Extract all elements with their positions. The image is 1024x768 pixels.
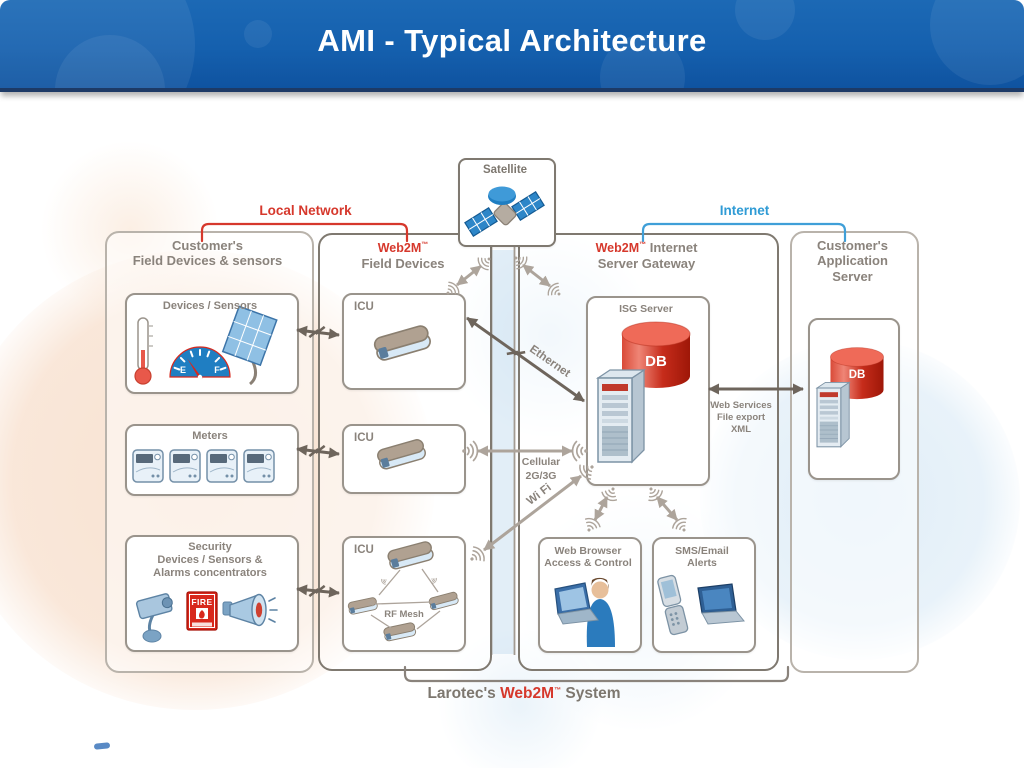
trademark: ™: [639, 241, 647, 249]
icu2-box: [342, 424, 466, 494]
web2m-brand: Web2M: [377, 241, 422, 255]
web2m-brand: Web2M: [595, 241, 640, 255]
column-header-gateway: Web2M™ Internet Server Gateway: [520, 240, 773, 271]
web-services-line: XML: [730, 423, 752, 435]
page-title: AMI - Typical Architecture: [317, 23, 707, 58]
column-header-field-devices: Web2M™ Field Devices: [320, 240, 486, 271]
meters-title: Meters: [192, 430, 228, 442]
column-header-customer-field: Customer's Field Devices & sensors: [107, 238, 308, 269]
title-banner: AMI - Typical Architecture: [0, 0, 1024, 92]
footer-suffix: System: [561, 685, 621, 702]
security-title: Security Devices / Sensors & Alarms conc…: [127, 541, 293, 580]
devices-sensors-title: Devices / Sensors: [162, 300, 258, 312]
header-line: Web2M™ Internet: [520, 240, 773, 256]
cellular-label: Cellular 2G/3G: [505, 456, 577, 483]
web-browser-title-line: Access & Control: [544, 557, 632, 570]
column-header-customer-app: Customer's Application Server: [792, 238, 913, 284]
web-browser-title-line: Web Browser: [554, 545, 622, 557]
sms-title-line: Alerts: [687, 557, 717, 570]
local-network-label: Local Network: [259, 203, 352, 218]
sms-email-title: SMS/Email Alerts: [654, 545, 750, 570]
icu1-label: ICU: [354, 301, 374, 313]
header-line: Customer's: [172, 238, 243, 253]
header-line: Server Gateway: [597, 255, 696, 271]
header-line: Application: [817, 253, 888, 269]
app-server-inner-box: [808, 318, 900, 480]
isg-server-box: [586, 296, 710, 486]
footer-owner: Larotec's: [427, 685, 501, 702]
internet-label: Internet: [719, 203, 770, 218]
icu1-box: [342, 293, 466, 390]
web2m-brand: Web2M: [500, 685, 555, 702]
trademark: ™: [421, 241, 429, 249]
header-line: Customer's: [817, 238, 888, 253]
security-title-line: Alarms concentrators: [153, 566, 267, 579]
sms-title-line: SMS/Email: [675, 545, 729, 557]
banner-bubble: [244, 20, 272, 48]
isg-server-title: ISG Server: [619, 303, 673, 315]
web-browser-title: Web Browser Access & Control: [540, 545, 636, 570]
security-title-line: Devices / Sensors &: [157, 553, 263, 566]
banner-bubble: [0, 0, 195, 88]
cellular-label-line: 2G/3G: [525, 469, 557, 482]
web-services-line: Web Services: [710, 400, 772, 411]
web-services-label: Web Services File export XML: [702, 400, 780, 436]
security-title-line: Security: [188, 541, 232, 553]
header-line: Web2M™: [320, 240, 486, 256]
cellular-label-line: Cellular: [521, 456, 561, 468]
header-line: Field Devices & sensors: [132, 253, 283, 269]
icu2-label: ICU: [354, 432, 374, 444]
icu3-label: ICU: [354, 544, 374, 556]
trademark: ™: [554, 686, 562, 694]
larotec-system-label: Larotec's Web2M™ System: [384, 685, 664, 703]
web-services-line: File export: [716, 411, 766, 423]
footer-logo-mark: [93, 742, 111, 750]
header-line: Server: [832, 268, 873, 284]
header-text: Internet: [646, 240, 698, 255]
header-line: Field Devices: [361, 255, 445, 271]
satellite-label: Satellite: [482, 164, 528, 176]
